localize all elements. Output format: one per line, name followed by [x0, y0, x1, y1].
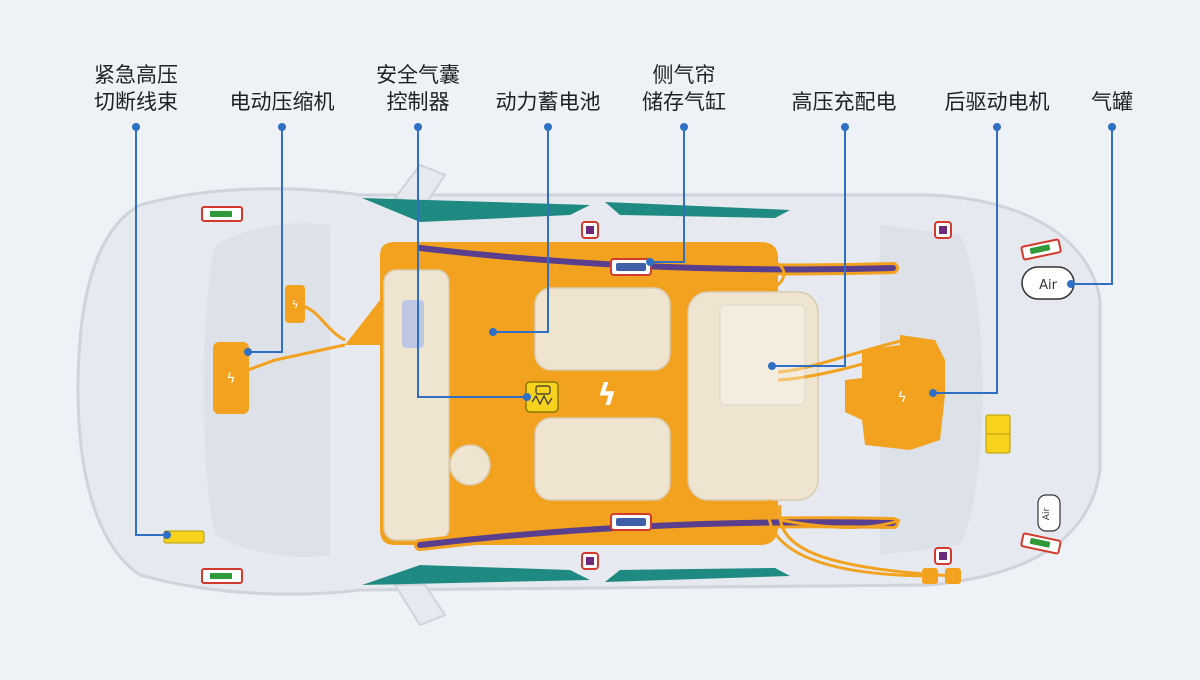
right-rear-window — [605, 568, 790, 582]
label-electric-compressor: 电动压缩机 — [229, 90, 335, 114]
electric-compressor: ϟ — [213, 342, 249, 414]
hv-bolt-icon: ϟ — [597, 378, 617, 413]
label-curtain-cylinder: 侧气帘 储存气缸 — [642, 63, 726, 114]
rear-hv-connectors — [922, 568, 961, 584]
compressor-controller: ϟ — [285, 285, 305, 323]
svg-text:ϟ: ϟ — [897, 390, 906, 406]
steering-wheel-airbag — [402, 300, 424, 348]
svg-text:ϟ: ϟ — [291, 298, 298, 311]
label-hv-cut-harness: 紧急高压 切断线束 — [94, 63, 178, 114]
pillar-sensors — [581, 221, 952, 570]
svg-text:ϟ: ϟ — [226, 371, 235, 387]
auxiliary-battery — [985, 414, 1011, 454]
label-gas-tank: 气罐 — [1091, 90, 1133, 114]
gas-tank-2-text: Air — [1042, 508, 1052, 521]
label-hv-distribution: 高压充配电 — [791, 90, 897, 114]
rear-drive-motor: ϟ — [845, 335, 945, 450]
hv-distribution-unit — [719, 304, 806, 406]
leader-lines — [135, 127, 1113, 536]
left-rear-window — [605, 202, 790, 218]
right-curtain-cylinder — [610, 513, 652, 531]
label-airbag-controller: 安全气囊 控制器 — [376, 63, 460, 114]
hv-wiring — [247, 256, 956, 578]
gas-tank-2 — [1037, 494, 1061, 532]
leader-dots — [132, 123, 1116, 539]
seats — [383, 269, 819, 541]
label-power-battery: 动力蓄电池 — [495, 90, 601, 114]
label-rear-drive-motor: 后驱动电机 — [944, 90, 1050, 114]
gas-tank-text: Air — [1039, 278, 1058, 293]
right-front-window — [362, 565, 590, 585]
right-mirror — [393, 584, 447, 627]
left-curtain-cylinder — [610, 258, 652, 276]
